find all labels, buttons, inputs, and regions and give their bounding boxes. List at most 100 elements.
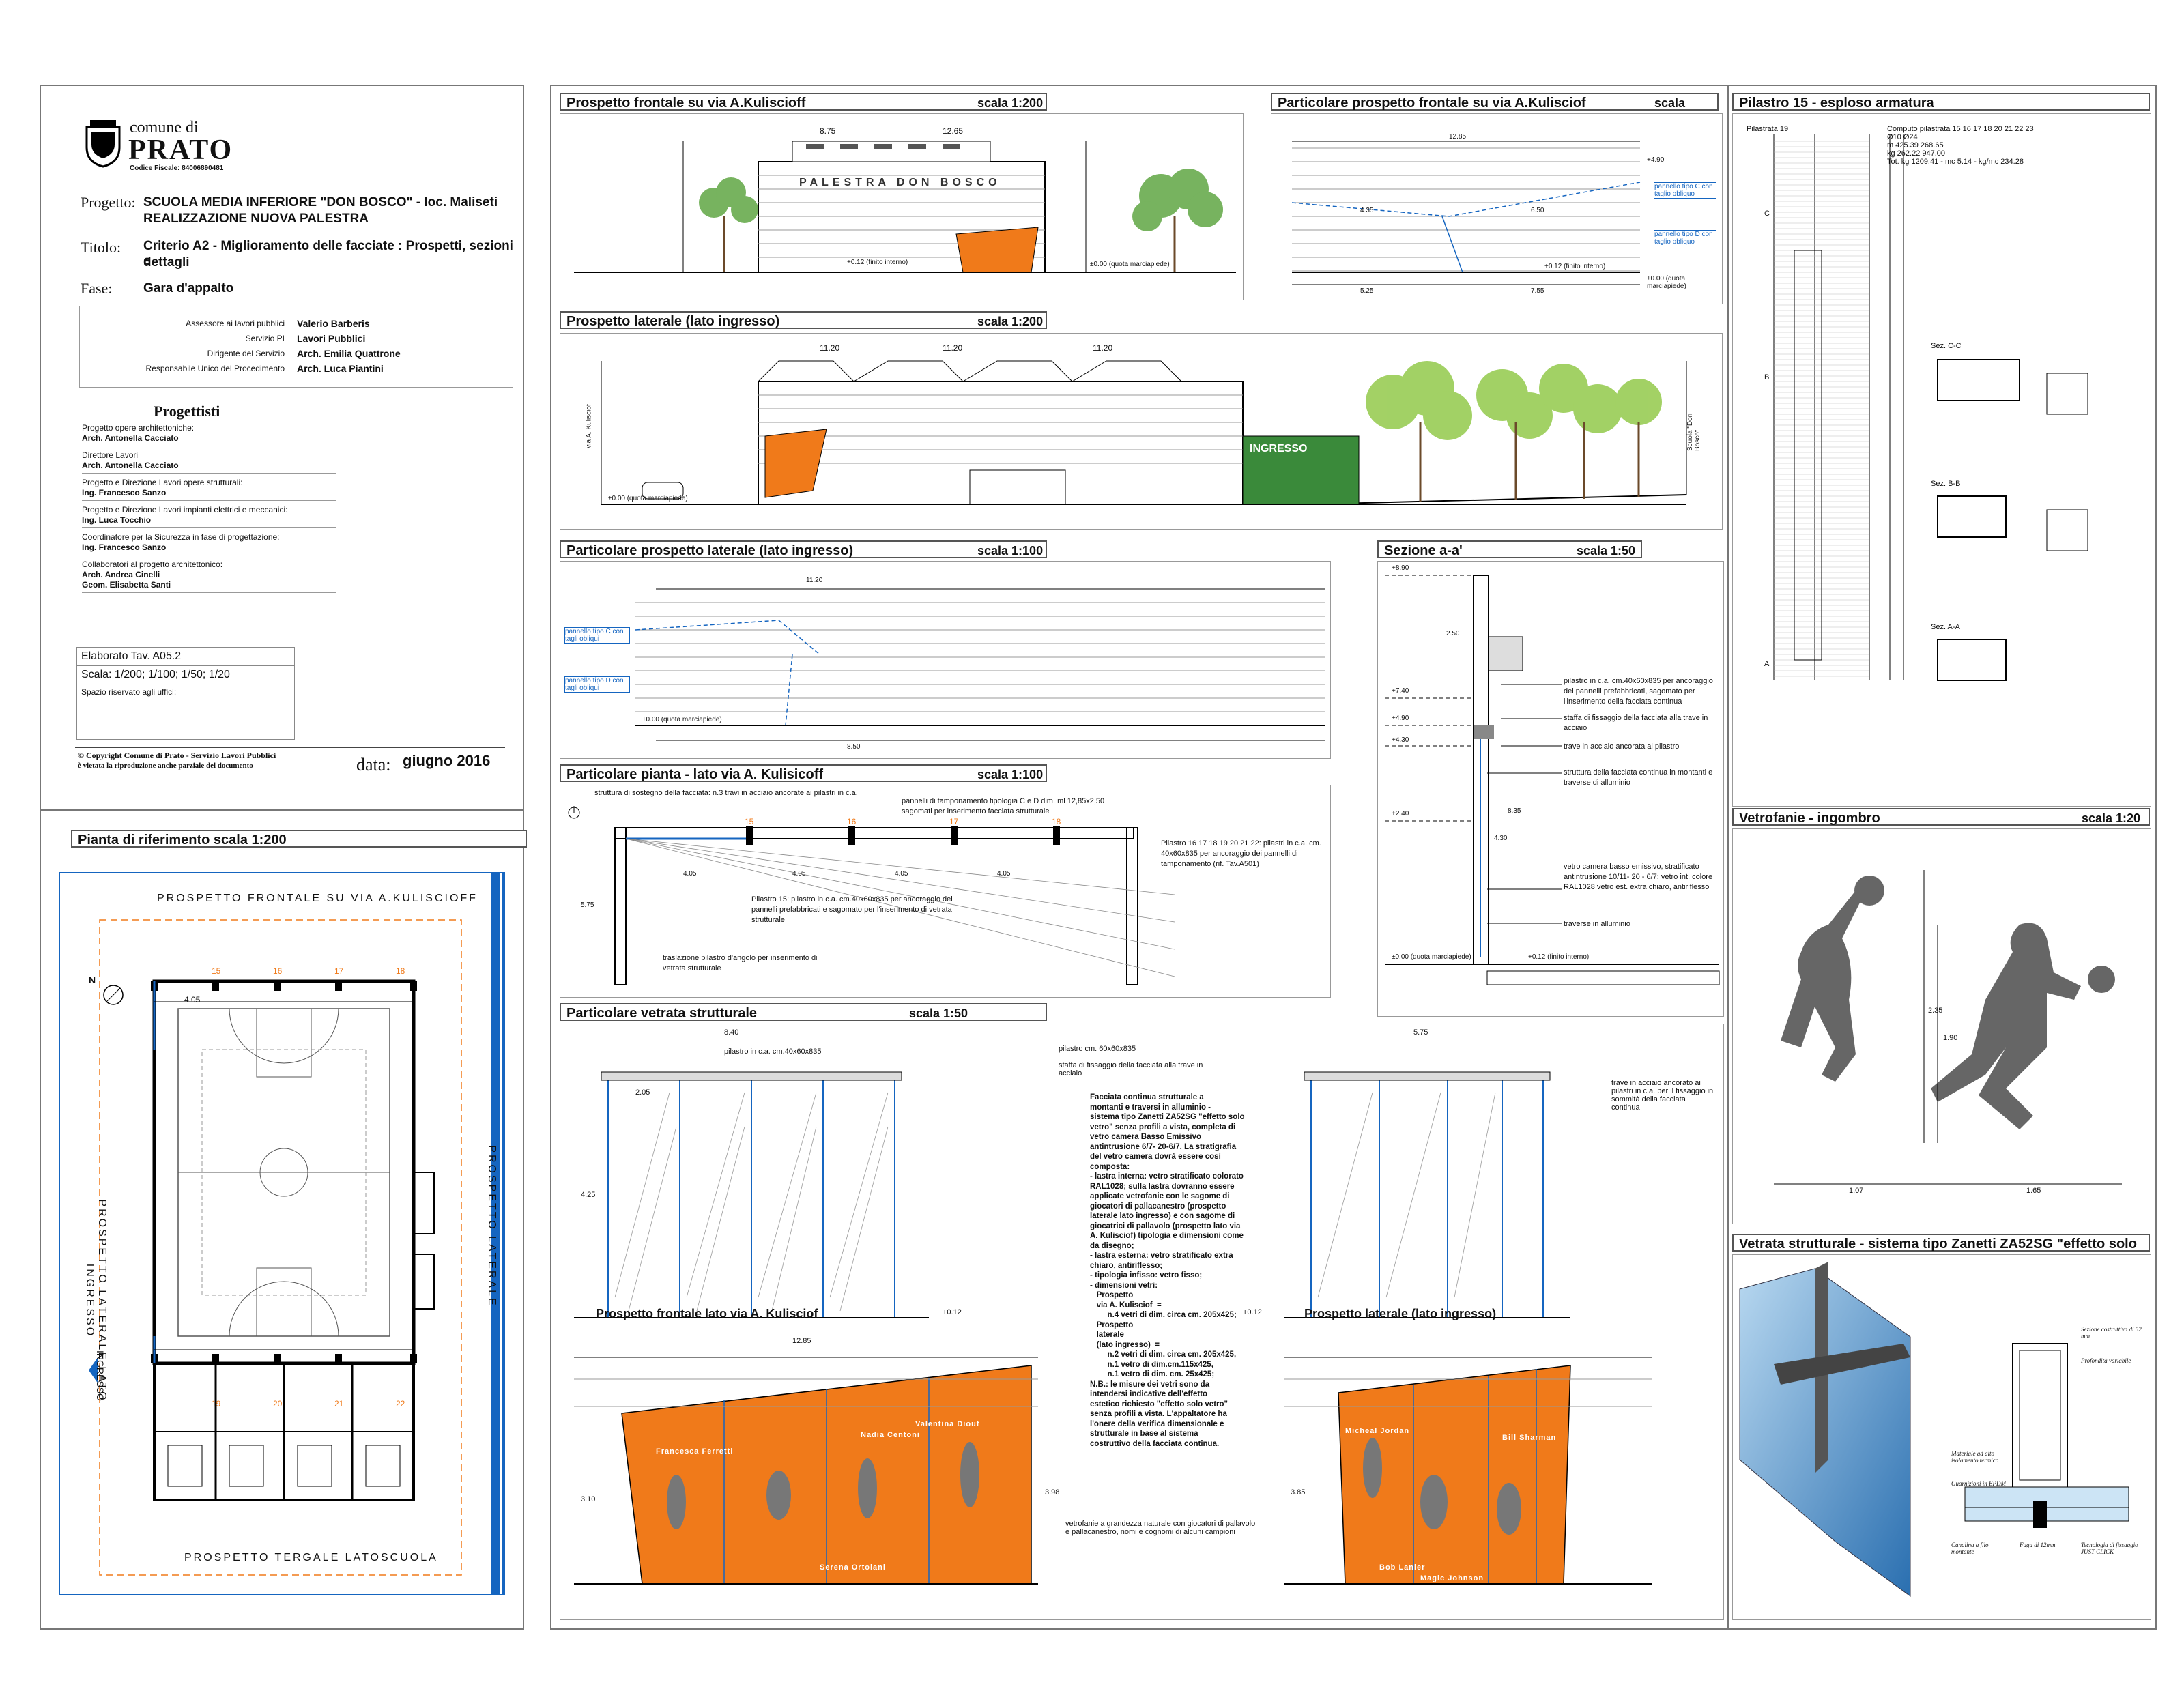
pp-note-pil-right: Pilastro 16 17 18 19 20 21 22: pilastri …: [1161, 839, 1321, 868]
vetrata-note-line: n.1 vetro di dim.cm.115x425,: [1090, 1360, 1213, 1369]
vetrata-note-line: - tipologia infisso: vetro fisso;: [1090, 1271, 1203, 1280]
pl-dim-0: 11.20: [806, 577, 823, 584]
role-label: Assessore ai lavori pubblici: [186, 319, 285, 328]
pilastro-sec-bb: Sez. B-B: [1931, 480, 1961, 488]
pianta-col-20: 20: [273, 1399, 283, 1408]
sezione-note-4: struttura della facciata continua in mon…: [1564, 768, 1713, 787]
panel-title-sezione: Sezione a-a' scala 1:50: [1377, 540, 1642, 558]
progettista-role: Direttore Lavori: [82, 450, 139, 460]
pp-dim-3: 4.05: [997, 870, 1011, 878]
drawing-particolare-pianta: struttura di sostegno della facciata: n.…: [560, 785, 1331, 998]
vetrata-note-line: giocatrici di pallavolo (prospetto lato …: [1090, 1221, 1241, 1230]
vetrata-laterale-title: Prospetto laterale (lato ingresso): [1304, 1307, 1497, 1320]
panel-title-vetrofanie: Vetrofanie - ingombro scala 1:20: [1732, 808, 2150, 826]
pp-note-top: struttura di sostegno della facciata: n.…: [594, 789, 858, 797]
vetrata-note-line: Prospetto: [1090, 1320, 1134, 1329]
computo-line: kg 262.22 947.00: [1887, 149, 1946, 158]
vetrata-note-line: - lastra interna: vetro stratificato col…: [1090, 1172, 1244, 1181]
pp-note-pil15: Pilastro 15: pilastro in c.a. cm.40x60x8…: [751, 895, 953, 924]
vetrata-note-line: sistema tipo Zanetti ZA52SG "effetto sol…: [1090, 1113, 1245, 1121]
municipality-name: PRATO: [128, 134, 233, 166]
vetrata-note-line: n.1 vetro di dim. cm. 25x425;: [1090, 1370, 1215, 1378]
zanetti-label-1: Profondità variabile: [2081, 1357, 2131, 1364]
fase-key: Fase:: [81, 280, 113, 297]
role-name: Valerio Barberis: [297, 318, 370, 329]
progettista-name: Ing. Francesco Sanzo: [82, 488, 336, 501]
progettista-name: Arch. Antonella Cacciato: [82, 433, 336, 446]
sezione-level-2: +4.90: [1392, 714, 1409, 722]
drawing-prospetto-laterale: 11.20 11.20 11.20 INGRESSO via A. Kulisc…: [560, 333, 1723, 530]
panel-title-particolare-laterale: Particolare prospetto laterale (lato ing…: [560, 540, 1047, 558]
vetrata-note-line: - dimensioni vetri:: [1090, 1281, 1158, 1290]
zanetti-label-4: Canalina a filo montante: [1951, 1542, 1989, 1555]
sezione-dim-5: 4.30: [1494, 835, 1508, 842]
pilastro-c: C: [1764, 209, 1770, 218]
vetrata-dim-h: 4.25: [581, 1191, 596, 1199]
roles-box: Assessore ai lavori pubblici Servizio PI…: [79, 306, 513, 388]
vetrata-plus-1: +0.12: [943, 1308, 962, 1316]
player-name-4: Serena Ortolani: [820, 1563, 886, 1572]
divider: [75, 747, 505, 748]
progettista-role: Progetto e Direzione Lavori opere strutt…: [82, 478, 243, 487]
panel-title-zanetti: Vetrata strutturale - sistema tipo Zanet…: [1732, 1234, 2150, 1269]
pianta-col-16: 16: [273, 966, 283, 976]
pianta-col-18: 18: [396, 966, 405, 976]
pf-panel-d: pannello tipo D con taglio obliquo: [1654, 230, 1716, 246]
copyright-2: è vietata la riproduzione anche parziale…: [78, 762, 253, 770]
role-name: Arch. Luca Piantini: [297, 363, 384, 374]
pf-level-0: +4.90: [1647, 156, 1665, 164]
progettisti-heading: Progettisti: [154, 403, 220, 420]
pilastro-label: Pilastrata 19: [1747, 125, 1789, 133]
drawing-particolare-frontale: 12.85 4.35 6.50 5.25 7.55 pannello tipo …: [1271, 113, 1723, 304]
title-text: Particolare prospetto laterale (lato ing…: [566, 543, 854, 558]
progettista-name: Arch. Andrea Cinelli: [82, 570, 160, 579]
pl-level-2: ±0.00 (quota marciapiede): [642, 716, 722, 723]
pilastro-computo: Computo pilastrata 15 16 17 18 20 21 22 …: [1887, 125, 2119, 166]
panel-title-pilastro: Pilastro 15 - esploso armatura: [1732, 93, 2150, 111]
progettista-name: Arch. Antonella Cacciato: [82, 461, 336, 474]
pf-dim-2: 6.50: [1531, 207, 1544, 214]
drawing-vetrata: Prospetto frontale lato via A. Kulisciof…: [560, 1024, 1724, 1620]
vetrata-note-line: costruttivo della facciata continua.: [1090, 1439, 1220, 1448]
role-name: Lavori Pubblici: [297, 333, 366, 344]
pianta-dim: 4.05: [184, 995, 201, 1004]
pianta-north: N: [89, 974, 96, 985]
vetrata-note-line: chiaro, antiriflesso;: [1090, 1261, 1163, 1270]
pp-dim-left: 5.75: [581, 901, 594, 909]
pp-dim-1: 4.05: [792, 870, 806, 878]
pf-dim-0: 12.85: [1449, 133, 1467, 141]
pianta-label-front: PROSPETTO FRONTALE SU VIA A.KULISCIOFF: [157, 893, 478, 904]
sezione-note-6: traverse in alluminio: [1564, 920, 1630, 928]
progettista-role: Collaboratori al progetto architettonico…: [82, 560, 223, 569]
scale-text: scala 1:100: [977, 544, 1044, 558]
lat-ingresso-sign: INGRESSO: [1250, 443, 1308, 454]
vetrata-note-line: l'onere della verifica dimensionale e: [1090, 1419, 1224, 1428]
pilastro-sec-cc: Sez. C-C: [1931, 342, 1962, 350]
facade-dim-1: 8.75: [820, 126, 836, 136]
panel-title-prospetto-frontale: Prospetto frontale su via A.Kuliscioff s…: [560, 93, 1047, 111]
sezione-level-4: +2.40: [1392, 810, 1409, 818]
vetrata-note-line: n.4 vetri di dim. circa cm. 205x425;: [1090, 1311, 1237, 1319]
role-label: Servizio PI: [245, 334, 285, 343]
progettista-name: Ing. Francesco Sanzo: [82, 543, 336, 555]
scale-text: scala 1:20: [2082, 811, 2141, 825]
vetrata-note-line: giocatori di pallacanestro (prospetto: [1090, 1202, 1226, 1211]
roles-names: Valerio Barberis Lavori Pubblici Arch. E…: [297, 316, 401, 376]
pianta-drawing: [59, 872, 505, 1595]
vetrata-note-line: montanti e traversi in alluminio -: [1090, 1103, 1211, 1112]
pp-dim-0: 4.05: [683, 870, 697, 878]
pianta-col-17: 17: [334, 966, 344, 976]
facade-level-int: +0.12 (finito interno): [847, 259, 908, 266]
panel-title-particolare-frontale: Particolare prospetto frontale su via A.…: [1271, 93, 1719, 128]
pf-panel-c: pannello tipo C con taglio obliquo: [1654, 182, 1716, 199]
title-text: Sezione a-a': [1384, 543, 1463, 558]
progetto-value-2: REALIZZAZIONE NUOVA PALESTRA: [143, 212, 369, 226]
player-name-5: Micheal Jordan: [1345, 1427, 1410, 1435]
pianta-col-19: 19: [212, 1399, 221, 1408]
drawing-prospetto-frontale: PALESTRA DON BOSCO 8.75 12.65 +0.12 (fin…: [560, 113, 1244, 300]
vetrata-note-line: laterale: [1090, 1331, 1124, 1339]
pp-note-trasl: traslazione pilastro d'angolo per inseri…: [663, 954, 818, 972]
sezione-note-3: trave in acciaio ancorata al pilastro: [1564, 742, 1680, 751]
panel-title-particolare-pianta: Particolare pianta - lato via A. Kulisic…: [560, 764, 1047, 782]
lat-level-0: ±0.00 (quota marciapiede): [608, 495, 688, 502]
